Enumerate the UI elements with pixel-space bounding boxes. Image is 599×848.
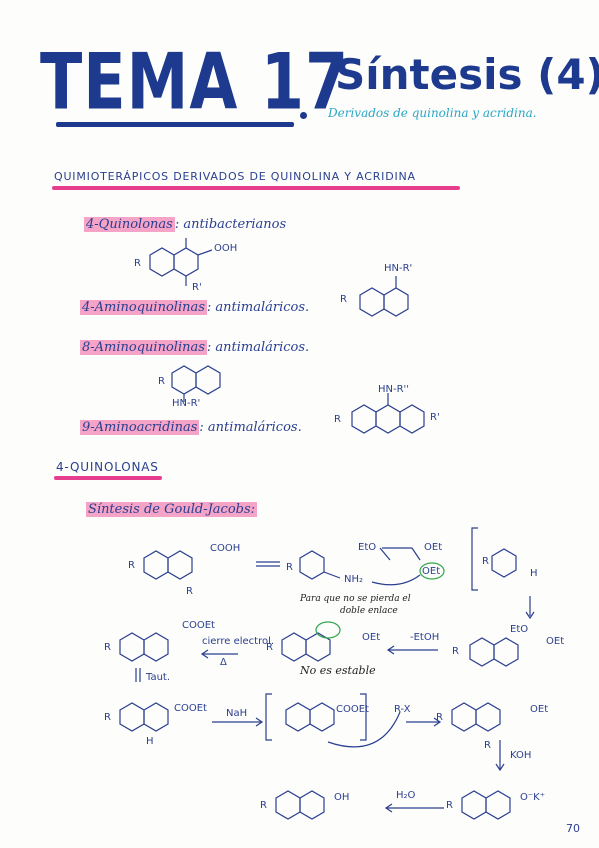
label-hn-r-8amino: HN-R' bbox=[172, 398, 201, 409]
synthesis-title: Síntesis de Gould-Jacobs: bbox=[86, 502, 258, 517]
label-oet-r2: OEt bbox=[362, 632, 381, 643]
page-subtitle: Síntesis (4). bbox=[335, 50, 599, 99]
label-h-r3: H bbox=[146, 736, 154, 747]
quinolone-ring-a bbox=[149, 247, 175, 277]
label-nh2: NH₂ bbox=[344, 574, 364, 585]
label-r-r4a: R bbox=[260, 800, 267, 811]
label-cooet-r3: COOEt bbox=[174, 703, 207, 714]
label-etoh: -EtOH bbox=[410, 632, 440, 643]
arrow-attack bbox=[371, 574, 421, 586]
label-h2o: H₂O bbox=[396, 790, 416, 801]
item-quinolonas: 4-Quinolonas: antibacterianos bbox=[84, 217, 287, 232]
label-r-acridine: R bbox=[334, 414, 341, 425]
label-cooet-r2: COOEt bbox=[182, 620, 215, 631]
note-para-que: Para que no se pierda el bbox=[300, 594, 411, 604]
label-oet-r2c: OEt bbox=[546, 636, 565, 647]
label-cooh: OOH bbox=[214, 243, 238, 254]
label-h-s3: H bbox=[530, 568, 538, 579]
label-hn-rpp: HN-R'' bbox=[378, 384, 410, 395]
label-delta: Δ bbox=[220, 657, 227, 668]
quinolone-ring-b bbox=[173, 247, 199, 277]
item-4-aminoquinolinas: 4-Aminoquinolinas: antimaláricos. bbox=[80, 300, 310, 315]
label-oet-r3c: OEt bbox=[530, 704, 549, 715]
label-oh-r4: OH bbox=[334, 792, 350, 803]
label-oet-green: OEt bbox=[422, 566, 441, 577]
label-eto: EtO bbox=[358, 542, 377, 553]
label-r-n-s1: R bbox=[186, 586, 193, 597]
item-8-aminoquinolinas: 8-Aminoquinolinas: antimaláricos. bbox=[80, 340, 310, 355]
note-no-estable: No es estable bbox=[300, 664, 376, 677]
label-nah: NaH bbox=[226, 708, 248, 719]
section2-heading: 4-QUINOLONAS bbox=[56, 460, 159, 474]
page-title: TEMA 17 bbox=[40, 36, 350, 128]
label-r-aminoquin: R bbox=[340, 294, 347, 305]
label-r-r2c: R bbox=[452, 646, 459, 657]
label-rp-quinolona: R' bbox=[192, 282, 202, 293]
item-9-aminoacridinas: 9-Aminoacridinas: antimaláricos. bbox=[80, 420, 302, 435]
section1-underline bbox=[52, 186, 460, 190]
label-k-r4: O⁻K⁺ bbox=[520, 792, 545, 803]
label-koh: KOH bbox=[510, 750, 532, 761]
label-rp-r3c: R bbox=[484, 740, 491, 751]
label-r-s2: R bbox=[286, 562, 293, 573]
label-r-s1: R bbox=[128, 560, 135, 571]
label-r-quinolona: R bbox=[134, 258, 141, 269]
title-underline bbox=[56, 122, 294, 127]
label-taut: Taut. bbox=[146, 672, 171, 683]
page-tagline: Derivados de quinolina y acridina. bbox=[328, 106, 537, 120]
label-rx: R-X bbox=[394, 704, 411, 715]
label-r-8amino: R bbox=[158, 376, 165, 387]
label-eto-r2: EtO bbox=[510, 624, 529, 635]
label-cooet-r3b: COOEt bbox=[336, 704, 369, 715]
page-number: 70 bbox=[566, 822, 580, 835]
label-oet: OEt bbox=[424, 542, 443, 553]
label-hn-r: HN-R' bbox=[384, 263, 413, 274]
label-r-r3a: R bbox=[104, 712, 111, 723]
label-r-r2b: R bbox=[266, 642, 273, 653]
section2-underline bbox=[54, 476, 162, 480]
label-r-r2a: R bbox=[104, 642, 111, 653]
note-doble-enlace: doble enlace bbox=[340, 606, 398, 616]
label-r-s3: R bbox=[482, 556, 489, 567]
title-dot bbox=[300, 112, 307, 119]
label-rp-acridine: R' bbox=[430, 412, 440, 423]
label-cierre: cierre electrol. bbox=[202, 636, 275, 647]
label-r-r3c: R bbox=[436, 712, 443, 723]
label-cooh-s1: COOH bbox=[210, 543, 241, 554]
section1-heading: QUIMIOTERÁPICOS DERIVADOS DE QUINOLINA Y… bbox=[54, 170, 416, 183]
label-r-r4b: R bbox=[446, 800, 453, 811]
